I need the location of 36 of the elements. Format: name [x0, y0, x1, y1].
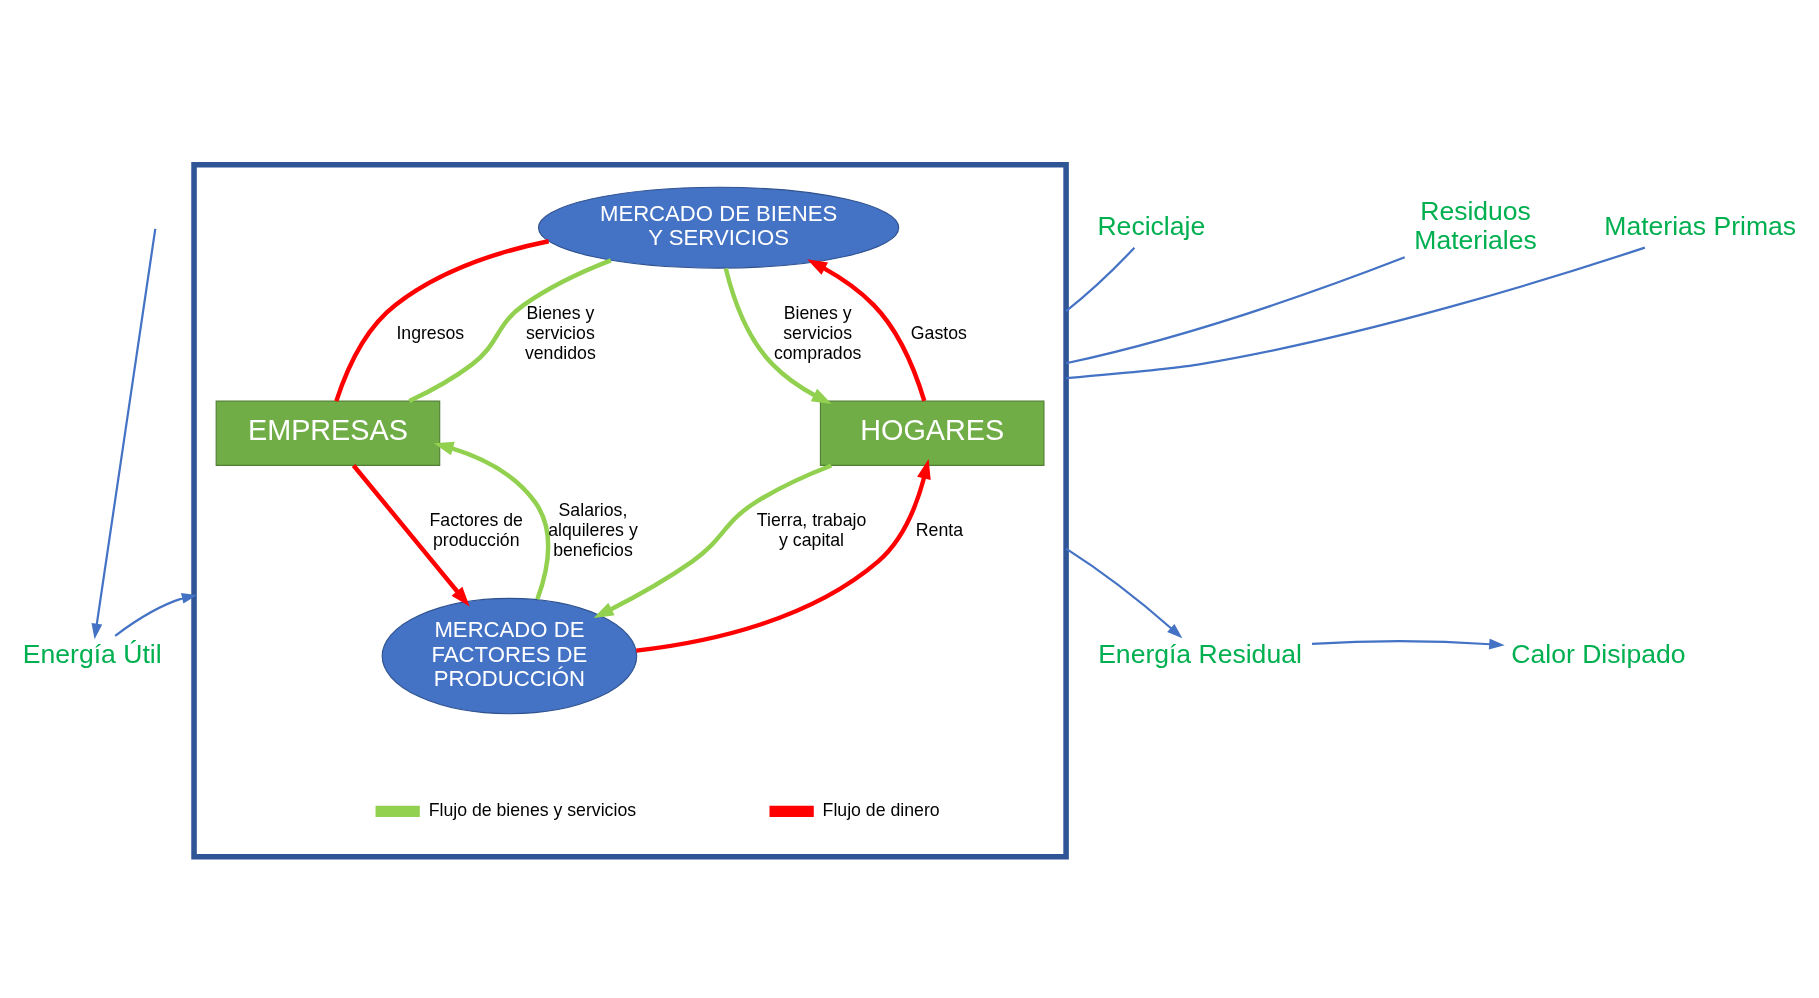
node-text: Reciclaje [1097, 210, 1206, 241]
connector [334, 239, 550, 402]
arrow [807, 259, 927, 402]
connector [1065, 256, 1406, 365]
connector [1065, 246, 1136, 313]
node-ellipse: MERCADO DE BIENES Y SERVICIOS [537, 186, 900, 269]
arrow [723, 267, 832, 405]
arrow [1065, 547, 1183, 639]
edge-label: Factores de producción [429, 509, 523, 550]
edge-label: Ingresos [396, 322, 465, 343]
arrow [593, 463, 833, 619]
arrow [636, 458, 931, 653]
edge-label: Bienes y servicios vendidos [524, 303, 596, 363]
legend-label: Flujo de bienes y servicios [428, 799, 637, 820]
node-text: Calor Disipado [1511, 638, 1686, 669]
edge-label: Tierra, trabajo y capital [756, 509, 867, 550]
edge-label: Bienes y servicios comprados [773, 303, 862, 363]
arrow [433, 441, 551, 601]
arrow [91, 228, 157, 640]
node-box: EMPRESAS [215, 400, 441, 466]
arrow [114, 593, 198, 637]
arrow [1312, 638, 1505, 650]
cluster [191, 162, 1069, 860]
node-ellipse: MERCADO DE FACTORES DE PRODUCCIÓN [381, 597, 638, 715]
legend-label: Flujo de dinero [822, 799, 940, 820]
connector [1066, 246, 1646, 380]
edge-label: Gastos [910, 322, 967, 343]
node-text: Energía Residual [1098, 638, 1302, 669]
edge-label: Renta [915, 519, 963, 540]
arrow [351, 464, 470, 607]
node-box: HOGARES [819, 400, 1045, 466]
node-text: Energía Útil [22, 638, 162, 669]
edge-label: Salarios, alquileres y beneficios [548, 500, 638, 560]
connector [408, 258, 612, 404]
node-text: Residuos Materiales [1414, 196, 1537, 255]
node-text: Materias Primas [1604, 210, 1797, 241]
